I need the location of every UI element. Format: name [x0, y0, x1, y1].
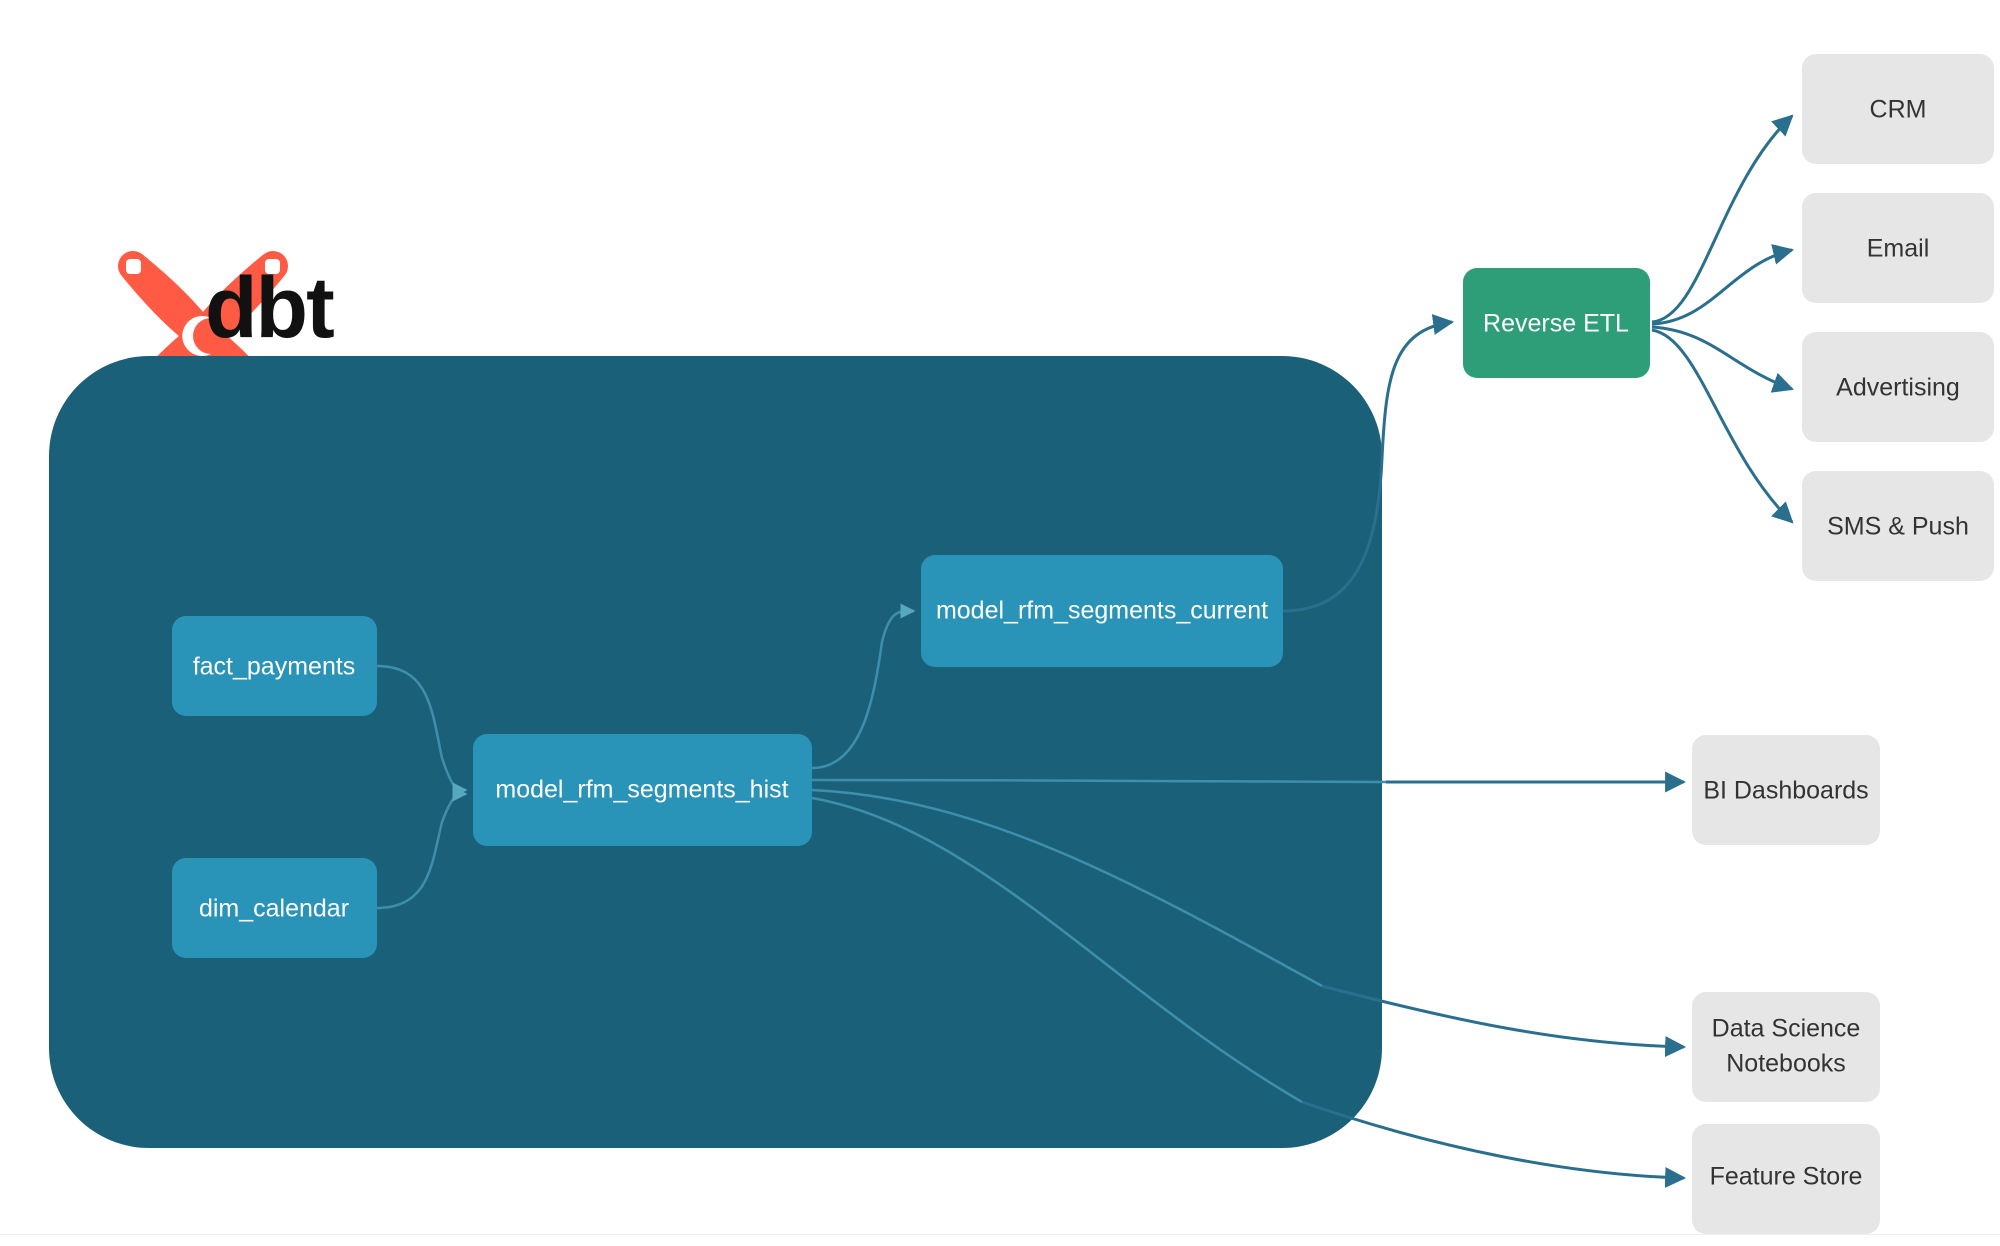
node-reverse-etl[interactable]: Reverse ETL — [1463, 268, 1650, 378]
node-dim-calendar[interactable]: dim_calendar — [172, 858, 377, 958]
external-edges — [1282, 114, 1795, 1188]
node-data-science-notebooks-label-line1: Data Science — [1712, 1015, 1861, 1043]
edge-container-to-feature-store — [1301, 1100, 1687, 1188]
node-fact-payments-label: fact_payments — [193, 653, 356, 681]
node-bi-dashboards[interactable]: BI Dashboards — [1692, 735, 1880, 845]
node-crm-label: CRM — [1870, 96, 1927, 124]
node-advertising[interactable]: Advertising — [1802, 332, 1994, 442]
node-email[interactable]: Email — [1802, 193, 1994, 303]
model-nodes: fact_payments dim_calendar model_rfm_seg… — [172, 555, 1283, 958]
node-reverse-etl-label: Reverse ETL — [1483, 310, 1629, 338]
edge-reverse-etl-to-sms-push — [1651, 328, 1794, 524]
node-feature-store-label: Feature Store — [1710, 1163, 1863, 1191]
node-email-label: Email — [1867, 235, 1930, 263]
node-crm[interactable]: CRM — [1802, 54, 1994, 164]
node-model-rfm-segments-current-label: model_rfm_segments_current — [936, 597, 1268, 625]
edge-dim-calendar-to-hist — [376, 786, 468, 910]
node-data-science-notebooks[interactable]: Data Science Notebooks — [1692, 992, 1880, 1102]
edge-reverse-etl-to-advertising — [1651, 325, 1794, 393]
node-dim-calendar-label: dim_calendar — [199, 895, 349, 923]
edge-hist-exit-ds — [811, 788, 1323, 988]
node-model-rfm-segments-hist-label: model_rfm_segments_hist — [495, 776, 788, 804]
edge-reverse-etl-to-email — [1651, 244, 1795, 326]
node-model-rfm-segments-current[interactable]: model_rfm_segments_current — [921, 555, 1283, 667]
edge-hist-to-current — [811, 603, 916, 770]
edge-container-to-data-science-notebooks — [1321, 984, 1687, 1058]
dbt-wordmark: dbt — [205, 260, 334, 356]
node-advertising-label: Advertising — [1836, 374, 1960, 402]
bottom-divider — [0, 1234, 2000, 1235]
node-data-science-notebooks-label-line2: Notebooks — [1726, 1050, 1846, 1078]
edge-hist-exit-bi — [811, 778, 1387, 784]
edge-hist-exit-fs — [811, 796, 1303, 1104]
node-feature-store[interactable]: Feature Store — [1692, 1124, 1880, 1234]
node-bi-dashboards-label: BI Dashboards — [1703, 777, 1868, 805]
consumer-targets: BI Dashboards Data Science Notebooks Fea… — [1692, 735, 1880, 1234]
node-model-rfm-segments-hist[interactable]: model_rfm_segments_hist — [473, 734, 812, 846]
edge-reverse-etl-to-crm — [1651, 114, 1794, 324]
node-sms-push-label: SMS & Push — [1827, 513, 1969, 541]
node-fact-payments[interactable]: fact_payments — [172, 616, 377, 716]
internal-edges — [376, 603, 1387, 1104]
node-sms-push[interactable]: SMS & Push — [1802, 471, 1994, 581]
edge-current-to-reverse-etl — [1282, 314, 1455, 613]
activation-targets: CRM Email Advertising SMS & Push — [1802, 54, 1994, 581]
